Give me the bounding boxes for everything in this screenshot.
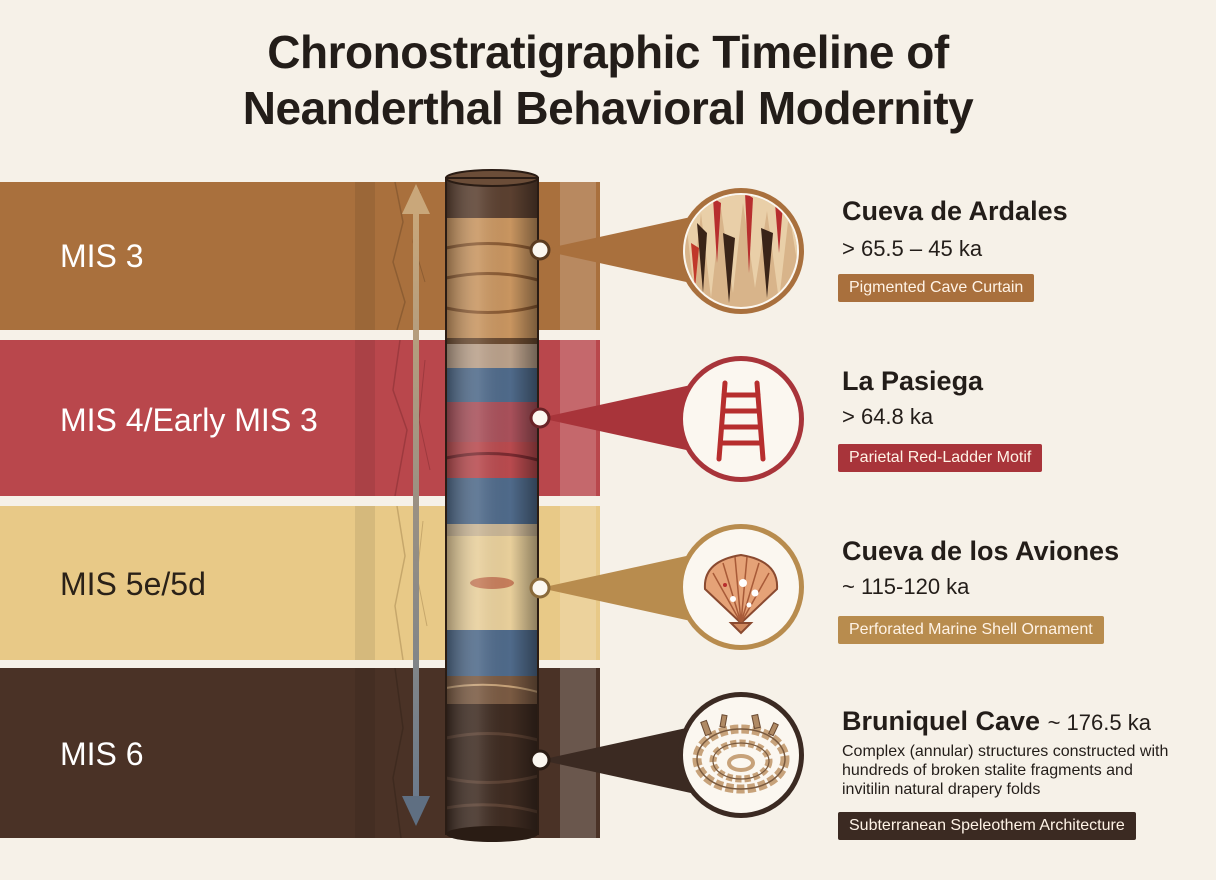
site-date: > 64.8 ka [842, 404, 934, 429]
site-date: > 65.5 – 45 ka [842, 236, 983, 261]
time-arrow-icon [402, 184, 430, 826]
band-label: MIS 4/Early MIS 3 [60, 402, 318, 438]
site-name: Cueva de Ardales [842, 196, 1068, 226]
site-name: Bruniquel Cave [842, 706, 1041, 736]
site-badge: Pigmented Cave Curtain [838, 274, 1035, 302]
site-circle-ardales [678, 188, 804, 314]
scallop-shell-icon [703, 553, 779, 635]
site-badge: Perforated Marine Shell Ornament [838, 616, 1104, 644]
site-circle-la-pasiega [678, 356, 804, 482]
page-title: Chronostratigraphic Timeline of Neandert… [0, 24, 1216, 136]
site-name-with-date: Bruniquel Cave ~ 176.5 ka [842, 706, 1151, 737]
band-label: MIS 3 [60, 238, 144, 274]
cave-curtain-icon [685, 195, 797, 307]
title-line-2: Neanderthal Behavioral Modernity [242, 82, 974, 134]
sediment-core-column [445, 169, 539, 842]
site-circle-bruniquel [678, 692, 804, 818]
site-badge: Parietal Red-Ladder Motif [838, 444, 1043, 472]
site-badge: Subterranean Speleothem Architecture [838, 812, 1136, 840]
site-date: ~ 176.5 ka [1047, 710, 1151, 735]
site-name: Cueva de los Aviones [842, 536, 1120, 566]
band-label: MIS 5e/5d [60, 566, 206, 602]
band-label: MIS 6 [60, 736, 144, 772]
site-date: ~ 115-120 ka [842, 574, 970, 599]
ladder-icon [716, 380, 766, 462]
speleothem-ring-icon [692, 713, 790, 794]
title-line-1: Chronostratigraphic Timeline of [267, 26, 949, 78]
site-circle-aviones [678, 524, 804, 650]
site-name: La Pasiega [842, 366, 984, 396]
site-description: Complex (annular) structures constructed… [842, 743, 1169, 798]
